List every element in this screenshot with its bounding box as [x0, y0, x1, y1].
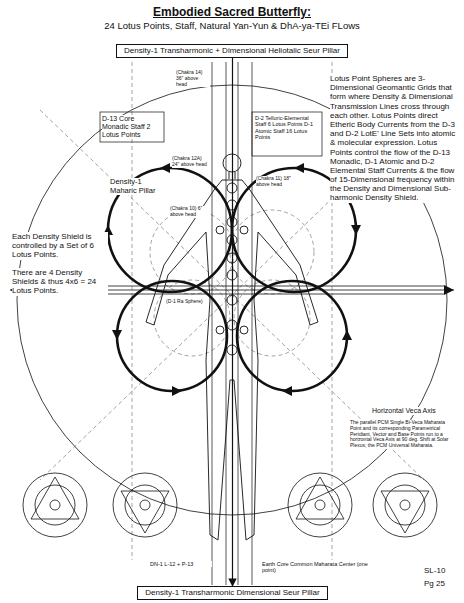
note-label: 24 Lotus Points, Staff, Natural Yan-Yun … — [32, 21, 432, 32]
note-label: (Chakra 12A) 24" above head — [172, 156, 210, 168]
note-label: There are 4 Density Shields & thus 4x6 =… — [12, 268, 108, 296]
note-label: D-13 Core Monadic Staff 2 Lotus Points — [102, 115, 162, 139]
note-label: Density-1 Maharic Pillar — [110, 178, 162, 195]
note-label: The parallel PCM Single Bi-Veca Maharata… — [350, 420, 456, 449]
node-text: Density-1 Transharmonic Dimensional Seur… — [144, 588, 321, 598]
pillar-band: Density-1 Transharmonic Dimensional Seur… — [137, 586, 328, 600]
note-label: (Chakra 11) 18" above head — [256, 176, 294, 188]
node-text: Density-1 Transharmonic + Dimensional He… — [123, 46, 341, 56]
pillar-connector — [232, 58, 233, 586]
note-label: Lotus Point Spheres are 3-Dimensional Ge… — [330, 74, 458, 203]
note-label: (Chakra 14) 36" above head — [176, 70, 210, 87]
note-label: Earth Core Common Maharata Center (one p… — [262, 561, 372, 574]
pillar-band: Density-1 Transharmonic + Dimensional He… — [116, 44, 348, 58]
note-label: (Chakra 10) 6" above head — [170, 206, 208, 218]
note-label: Each Density Shield is controlled by a S… — [12, 232, 108, 260]
note-label: D-2 Telluric-Elemental Staff 6 Lotus Poi… — [255, 115, 319, 140]
note-label: DN-1 L-12 + P-13 — [150, 561, 212, 567]
diagram-title: Embodied Sacred Butterfly: — [0, 5, 464, 19]
note-label: Horizontal Veca Axis — [372, 407, 458, 415]
note-label: SL-10 — [424, 566, 445, 575]
note-label: Pg 25 — [424, 579, 445, 588]
note-label: (D-1 Ra Sphere) — [166, 299, 208, 305]
